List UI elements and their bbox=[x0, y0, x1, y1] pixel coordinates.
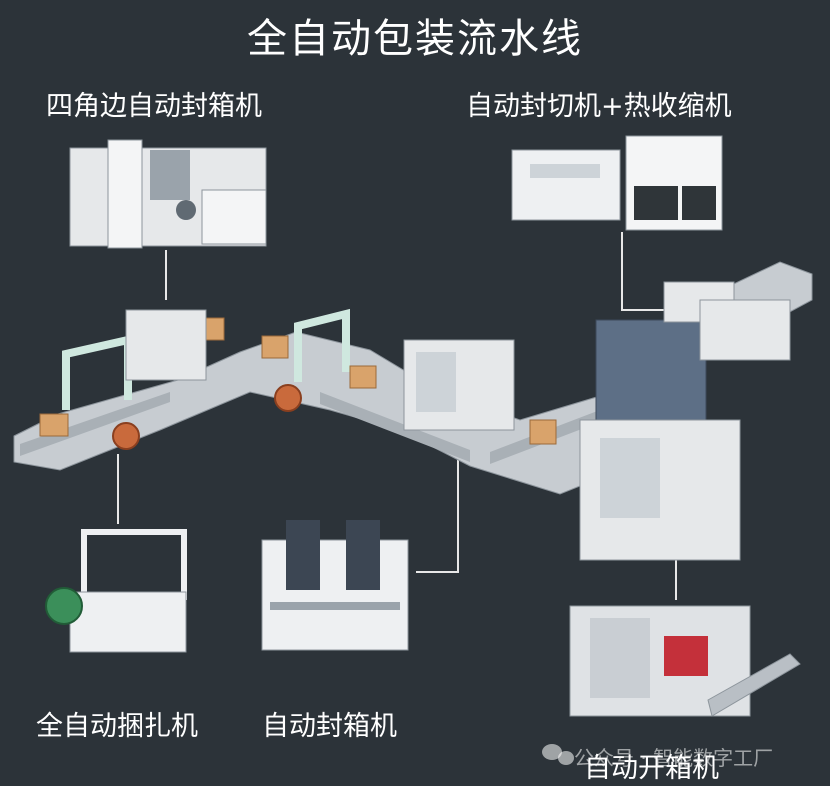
strap-rolls bbox=[112, 384, 302, 450]
shrink-machine bbox=[511, 135, 723, 231]
connector-case-sealer bbox=[416, 424, 459, 573]
label-shrink-machine: 自动封切机+热收缩机 bbox=[466, 91, 732, 122]
watermark-text: 公众号 · 智能数字工厂 bbox=[574, 746, 774, 770]
corner-sealer-machine bbox=[69, 139, 267, 249]
connector-lines bbox=[117, 232, 677, 600]
label-case-sealer: 自动封箱机 bbox=[262, 711, 397, 742]
diagram-title: 全自动包装流水线 bbox=[247, 16, 583, 62]
label-strapping-machine: 全自动捆扎机 bbox=[36, 711, 198, 742]
label-corner-sealer: 四角边自动封箱机 bbox=[46, 91, 262, 122]
line-machines bbox=[125, 281, 791, 561]
case-erector-machine bbox=[569, 605, 801, 717]
label-case-erector: 自动开箱机 bbox=[584, 753, 719, 784]
watermark-icon bbox=[542, 744, 574, 765]
connector-shrink bbox=[621, 232, 668, 311]
case-sealer-machine bbox=[261, 520, 409, 651]
strapping-machine bbox=[45, 529, 187, 653]
